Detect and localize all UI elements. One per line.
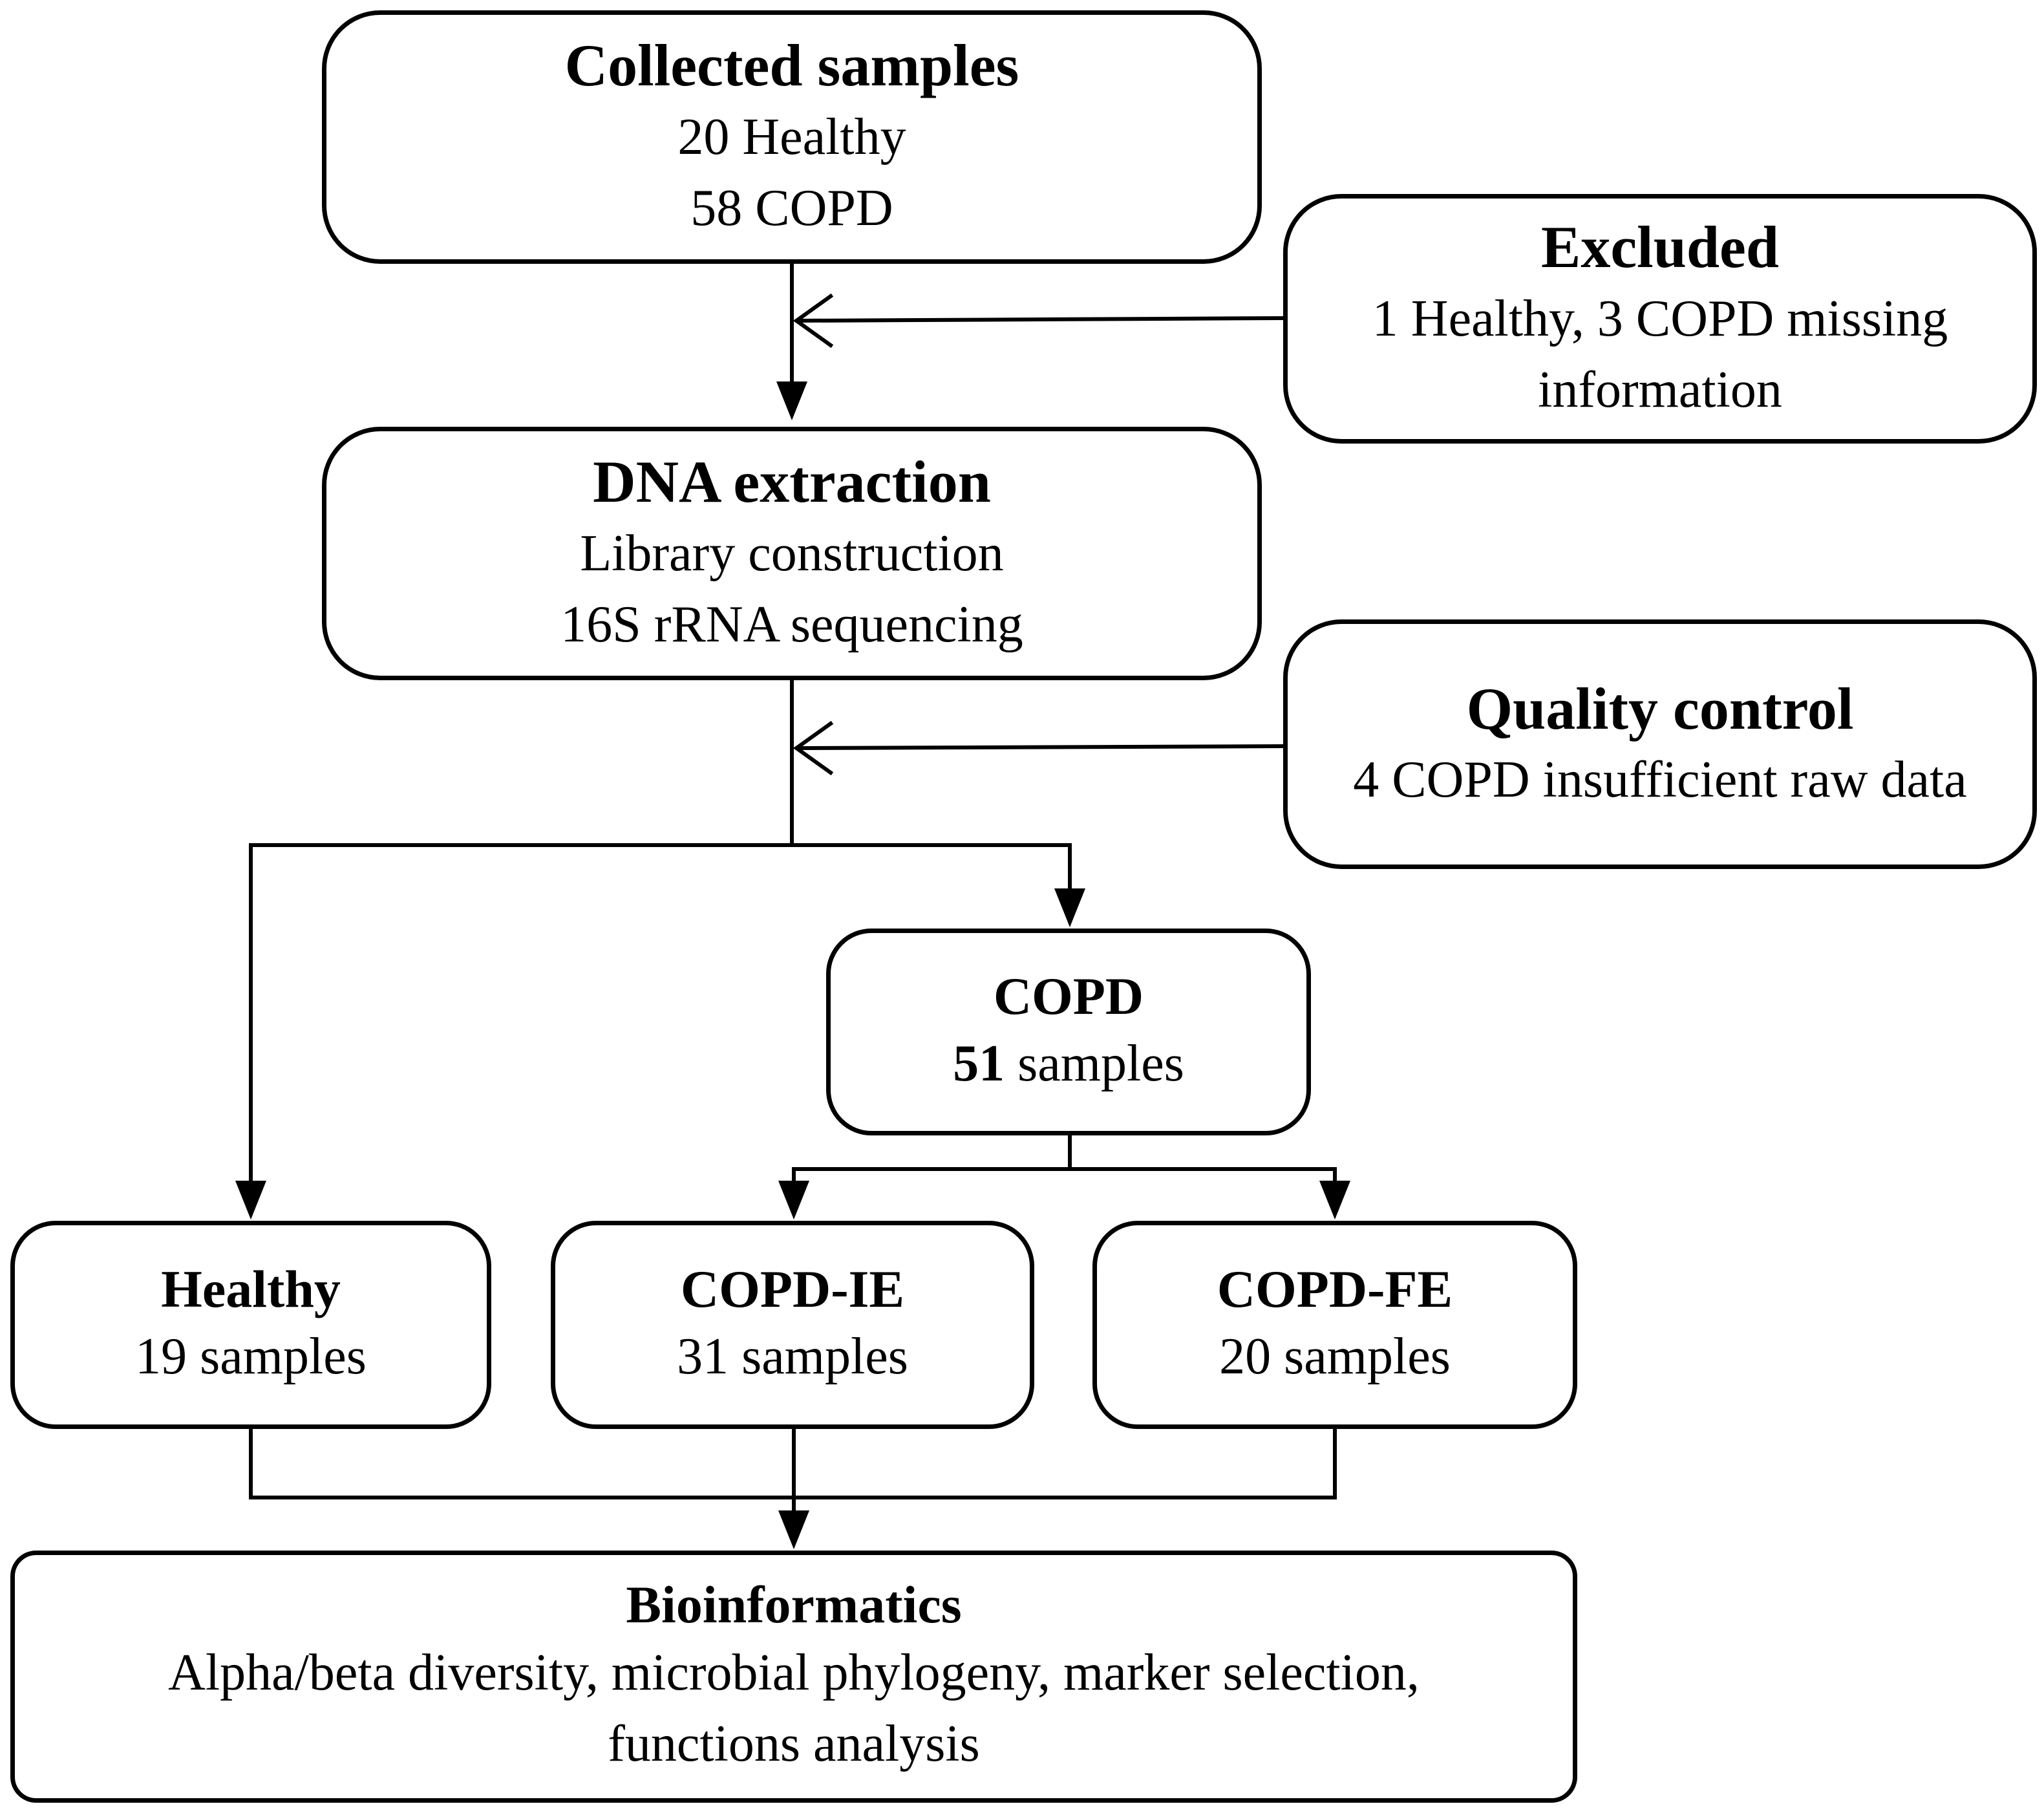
- bioinformatics-box: Bioinformatics Alpha/beta diversity, mic…: [10, 1551, 1577, 1803]
- copd-fe-box: COPD-FE 20 samples: [1092, 1221, 1577, 1429]
- library-construction-text: Library construction: [580, 524, 1004, 582]
- quality-control-detail: 4 COPD insufficient raw data: [1353, 751, 1967, 808]
- healthy-box: Healthy 19 samples: [10, 1221, 491, 1429]
- copd-ie-sample-count: 31 samples: [677, 1328, 908, 1385]
- bioinformatics-detail-line-2: functions analysis: [608, 1715, 980, 1773]
- excluded-detail-line-2: information: [1538, 361, 1782, 419]
- arrowhead-healthy: [235, 1181, 266, 1219]
- collected-healthy-count: 20 Healthy: [677, 108, 906, 166]
- copd-count-number: 51: [953, 1035, 1005, 1092]
- copd-title: COPD: [993, 966, 1144, 1026]
- excluded-detail-line-1: 1 Healthy, 3 COPD missing: [1372, 290, 1948, 347]
- bioinformatics-detail-line-1: Alpha/beta diversity, microbial phylogen…: [168, 1644, 1420, 1701]
- healthy-title: Healthy: [161, 1259, 341, 1318]
- excluded-title: Excluded: [1540, 214, 1780, 281]
- healthy-sample-count: 19 samples: [135, 1328, 367, 1385]
- copd-ie-box: COPD-IE 31 samples: [551, 1221, 1034, 1429]
- collected-samples-box: Collected samples 20 Healthy 58 COPD: [322, 10, 1262, 264]
- quality-control-title: Quality control: [1466, 675, 1854, 742]
- arrowhead-copd: [1054, 888, 1085, 927]
- dna-extraction-title: DNA extraction: [593, 449, 991, 515]
- open-arrowhead-quality: [793, 720, 834, 776]
- dna-extraction-box: DNA extraction Library construction 16S …: [322, 427, 1262, 680]
- arrowhead-dna: [776, 381, 807, 420]
- copd-fe-sample-count: 20 samples: [1219, 1328, 1451, 1385]
- copd-ie-title: COPD-IE: [680, 1259, 905, 1318]
- excluded-box: Excluded 1 Healthy, 3 COPD missing infor…: [1283, 194, 2037, 444]
- collected-samples-title: Collected samples: [564, 32, 1019, 99]
- sequencing-text: 16S rRNA sequencing: [560, 596, 1023, 654]
- copd-fe-title: COPD-FE: [1217, 1259, 1453, 1318]
- bioinformatics-title: Bioinformatics: [626, 1575, 962, 1635]
- copd-count-suffix: samples: [1005, 1035, 1184, 1092]
- arrowhead-copd-fe: [1319, 1181, 1350, 1219]
- arrow-excluded-line: [796, 316, 1286, 323]
- arrowhead-copd-ie: [778, 1181, 809, 1219]
- arrow-quality-line: [796, 744, 1286, 751]
- copd-sample-count: 51 samples: [953, 1028, 1184, 1099]
- collected-copd-count: 58 COPD: [690, 180, 893, 237]
- copd-box: COPD 51 samples: [826, 929, 1311, 1135]
- quality-control-box: Quality control 4 COPD insufficient raw …: [1283, 619, 2037, 869]
- open-arrowhead-excluded: [793, 293, 834, 349]
- arrowhead-bioinformatics: [778, 1510, 809, 1549]
